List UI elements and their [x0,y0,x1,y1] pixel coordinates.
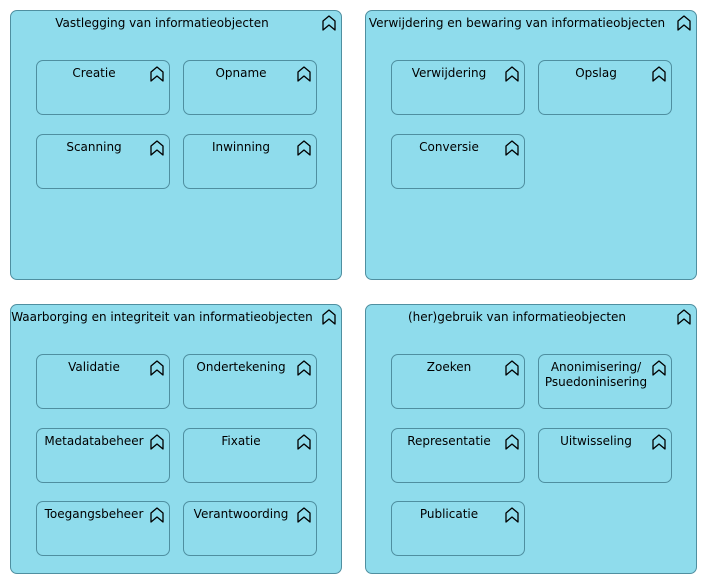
element-label: Fixatie [221,434,261,448]
business-function-icon [149,360,165,376]
business-function-icon [149,66,165,82]
group-waarborging-integriteit[interactable]: Waarborging en integriteit van informati… [10,304,342,574]
group-vastlegging[interactable]: Vastlegging van informatieobjecten Creat… [10,10,342,280]
element-label: Uitwisseling [560,434,632,448]
element-label: Inwinning [211,140,271,154]
element-opname[interactable]: Opname [183,60,317,115]
business-function-icon [504,140,520,156]
element-label: Zoeken [426,360,472,374]
element-label: Representatie [407,434,491,448]
business-function-icon [321,309,337,325]
element-label: Anonimisering/ Psuedoninisering [544,360,648,389]
business-function-icon [149,507,165,523]
element-validatie[interactable]: Validatie [36,354,170,409]
business-function-icon [676,15,692,31]
business-function-icon [296,434,312,450]
business-function-icon [296,507,312,523]
element-label: Toegangsbeheer [44,507,144,521]
element-ondertekening[interactable]: Ondertekening [183,354,317,409]
element-label: Opslag [575,66,617,80]
business-function-icon [504,434,520,450]
element-uitwisseling[interactable]: Uitwisseling [538,428,672,483]
element-anonimisering[interactable]: Anonimisering/ Psuedoninisering [538,354,672,409]
element-fixatie[interactable]: Fixatie [183,428,317,483]
element-label: Ondertekening [196,360,286,374]
element-creatie[interactable]: Creatie [36,60,170,115]
element-label: Metadatabeheer [44,434,144,448]
element-label: Creatie [72,66,116,80]
business-function-icon [504,507,520,523]
business-function-icon [296,66,312,82]
business-function-icon [676,309,692,325]
element-verwijdering[interactable]: Verwijdering [391,60,525,115]
group-title: Verwijdering en bewaring van informatieo… [368,16,666,30]
business-function-icon [321,15,337,31]
element-conversie[interactable]: Conversie [391,134,525,189]
element-label: Publicatie [419,507,479,521]
business-function-icon [651,434,667,450]
group-verwijdering-bewaring[interactable]: Verwijdering en bewaring van informatieo… [365,10,697,280]
business-function-icon [296,360,312,376]
element-opslag[interactable]: Opslag [538,60,672,115]
element-scanning[interactable]: Scanning [36,134,170,189]
business-function-icon [149,140,165,156]
group-hergebruik[interactable]: (her)gebruik van informatieobjecten Zoek… [365,304,697,574]
element-zoeken[interactable]: Zoeken [391,354,525,409]
element-metadatabeheer[interactable]: Metadatabeheer [36,428,170,483]
element-label: Verantwoording [193,507,289,521]
business-function-icon [504,66,520,82]
element-inwinning[interactable]: Inwinning [183,134,317,189]
business-function-icon [149,434,165,450]
element-verantwoording[interactable]: Verantwoording [183,501,317,556]
group-title: (her)gebruik van informatieobjecten [407,310,627,324]
group-title: Vastlegging van informatieobjecten [55,16,269,30]
business-function-icon [504,360,520,376]
element-label: Conversie [419,140,479,154]
element-label: Verwijdering [411,66,487,80]
business-function-icon [651,360,667,376]
business-function-icon [651,66,667,82]
group-title: Waarborging en integriteit van informati… [11,310,313,324]
element-toegangsbeheer[interactable]: Toegangsbeheer [36,501,170,556]
element-representatie[interactable]: Representatie [391,428,525,483]
business-function-icon [296,140,312,156]
element-publicatie[interactable]: Publicatie [391,501,525,556]
element-label: Validatie [68,360,120,374]
element-label: Opname [215,66,267,80]
element-label: Scanning [66,140,122,154]
